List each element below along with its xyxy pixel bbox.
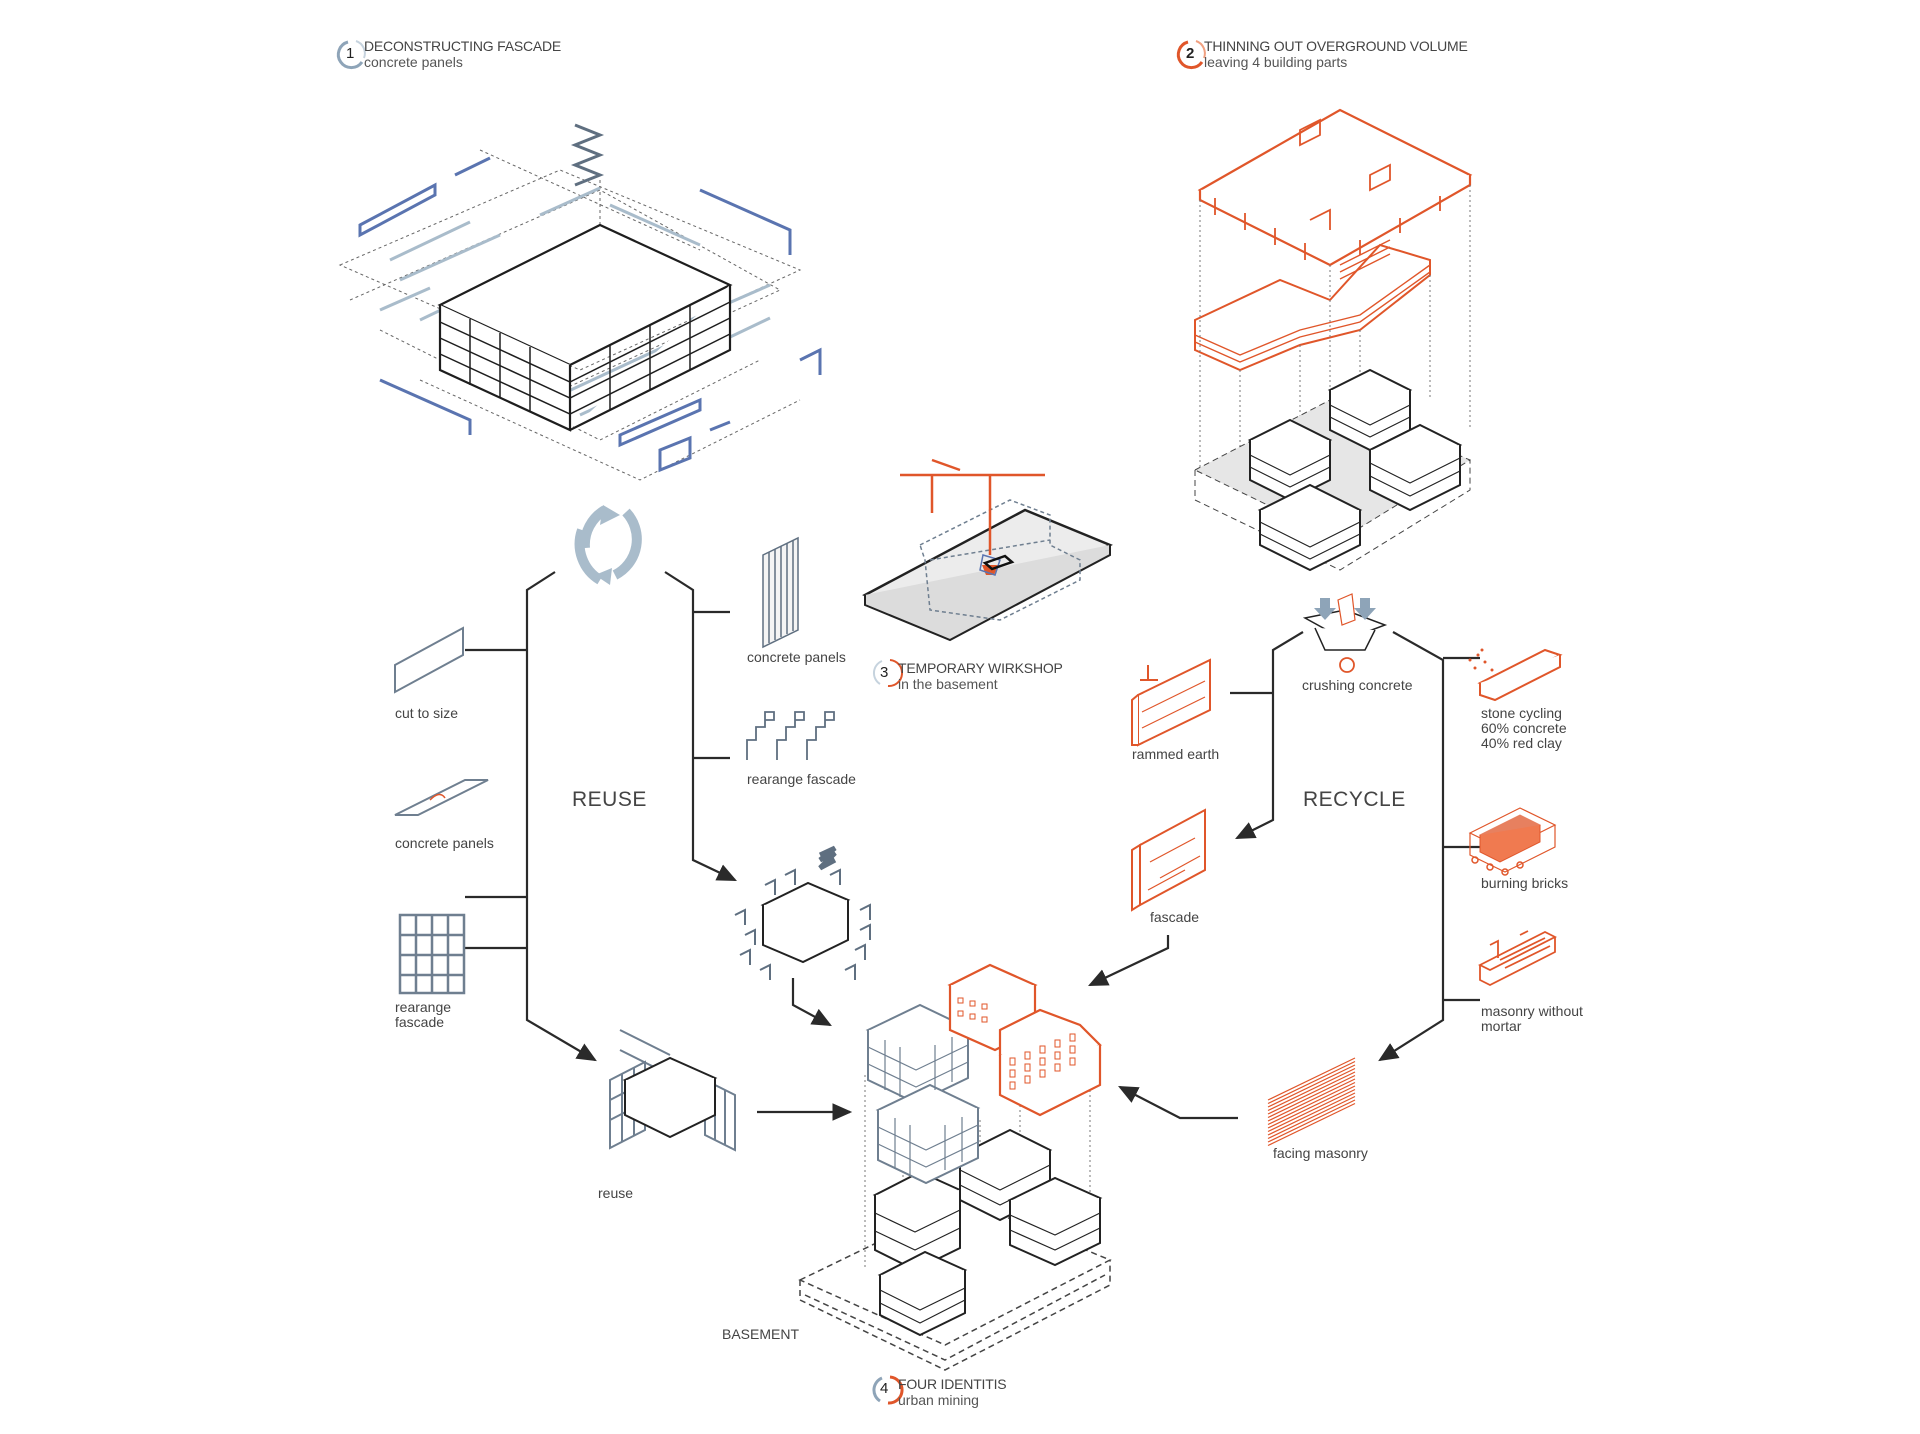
window-mark [1054,1039,1061,1048]
window-mark [1009,1057,1016,1066]
grid-frame-icon [398,913,466,995]
masonry-course-line [1267,1085,1356,1129]
recycle-result-label: facing masonry [1273,1145,1368,1161]
step-title: FOUR IDENTITIS [898,1376,1007,1392]
masonry-course-line [1267,1064,1356,1108]
window-mark [969,1000,976,1007]
reuse-flow-lines [465,571,853,1121]
recycle-item-label: rammed earth [1132,746,1220,762]
crushing-concrete-icon [1302,593,1388,673]
step-1-label: 1 DECONSTRUCTING FASCADE concrete panels [346,38,561,70]
window-mark [1009,1069,1016,1078]
panel-icon [394,626,464,694]
brick-kiln-icon [1468,807,1557,876]
window-mark [1054,1051,1061,1060]
step-number: 1 [346,45,355,62]
masonry-course-line [1267,1099,1356,1143]
recycle-source-label: crushing concrete [1302,677,1413,693]
recycle-item-label: stone cycling 60% concrete 40% red clay [1481,705,1567,751]
step-4-cycle-icon [872,1375,904,1405]
step-subtitle: leaving 4 building parts [1204,54,1348,70]
reuse-item-label: cut to size [395,705,459,721]
reuse-heading: REUSE [572,788,647,811]
masonry-course-line [1267,1057,1356,1101]
recycle-flow-lines [1088,631,1480,1120]
step-subtitle: in the basement [898,676,998,692]
facing-masonry-icon [1267,1057,1356,1147]
masonry-course-line [1267,1060,1356,1105]
temporary-workshop-sketch [862,458,1113,642]
window-mark [1024,1075,1031,1084]
zigzag-panels-icon [746,711,835,760]
reuse-item-label: rearange fascade [747,771,856,787]
step-number: 2 [1186,45,1195,62]
reuse-result-label: reuse [598,1185,634,1201]
step-subtitle: concrete panels [364,54,463,70]
window-mark [1069,1057,1076,1066]
reused-frame-building-sketch [609,1029,736,1152]
step-4-label: 4 FOUR IDENTITIS urban mining [880,1376,1007,1408]
step-3-cycle-icon [873,659,903,688]
window-mark [1024,1051,1031,1060]
dry-masonry-icon [1477,930,1558,987]
step-number: 3 [880,664,889,681]
reuse-cycle-icon [574,505,642,585]
masonry-course-line [1267,1067,1356,1112]
masonry-course-line [1267,1088,1356,1133]
window-mark [969,1013,976,1020]
reused-panel-building-sketch [734,845,871,980]
masonry-course-line [1267,1081,1356,1126]
window-mark [1039,1045,1046,1054]
thinning-building-sketch [1193,108,1473,572]
reuse-item-label: rearange fascade [395,999,452,1030]
masonry-course-line [1267,1102,1356,1147]
basement-label: BASEMENT [722,1326,800,1342]
cut-panel-icon [394,779,489,816]
window-mark [1039,1069,1046,1078]
deconstructed-building-sketch [338,123,822,481]
window-mark [957,997,964,1004]
step-title: DECONSTRUCTING FASCADE [364,38,562,54]
recycle-item-label: masonry without mortar [1481,1003,1583,1034]
step-2-cycle-icon [1176,40,1206,70]
window-mark [1069,1033,1076,1042]
step-3-label: 3 TEMPORARY WIRKSHOP in the basement [880,660,1063,692]
four-identities-building-sketch [798,963,1112,1371]
recycle-item-label: fascade [1150,909,1200,925]
window-mark [1039,1057,1046,1066]
step-number: 4 [880,1380,889,1397]
window-mark [1069,1045,1076,1054]
masonry-course-line [1267,1095,1356,1140]
step-2-label: 2 THINNING OUT OVERGROUND VOLUME leaving… [1186,38,1468,70]
vertical-panel-icon [762,536,799,649]
masonry-course-line [1267,1092,1356,1136]
window-mark [981,1016,988,1023]
window-mark [1054,1063,1061,1072]
recycle-item-label: burning bricks [1481,875,1569,891]
window-mark [957,1010,964,1017]
window-mark [1009,1081,1016,1090]
step-subtitle: urban mining [898,1392,979,1408]
recycle-heading: RECYCLE [1303,788,1406,811]
stone-block-icon [1468,648,1563,702]
masonry-course-line [1267,1078,1356,1122]
reuse-item-label: concrete panels [747,649,846,665]
masonry-course-line [1267,1074,1356,1119]
masonry-course-line [1267,1071,1356,1115]
earth-panel-icon [1131,808,1206,912]
rammed-earth-icon [1131,658,1211,747]
reuse-item-label: concrete panels [395,835,494,851]
window-mark [1024,1063,1031,1072]
step-title: TEMPORARY WIRKSHOP [898,660,1063,676]
step-1-cycle-icon [336,40,366,70]
window-mark [981,1003,988,1010]
step-title: THINNING OUT OVERGROUND VOLUME [1204,38,1468,54]
